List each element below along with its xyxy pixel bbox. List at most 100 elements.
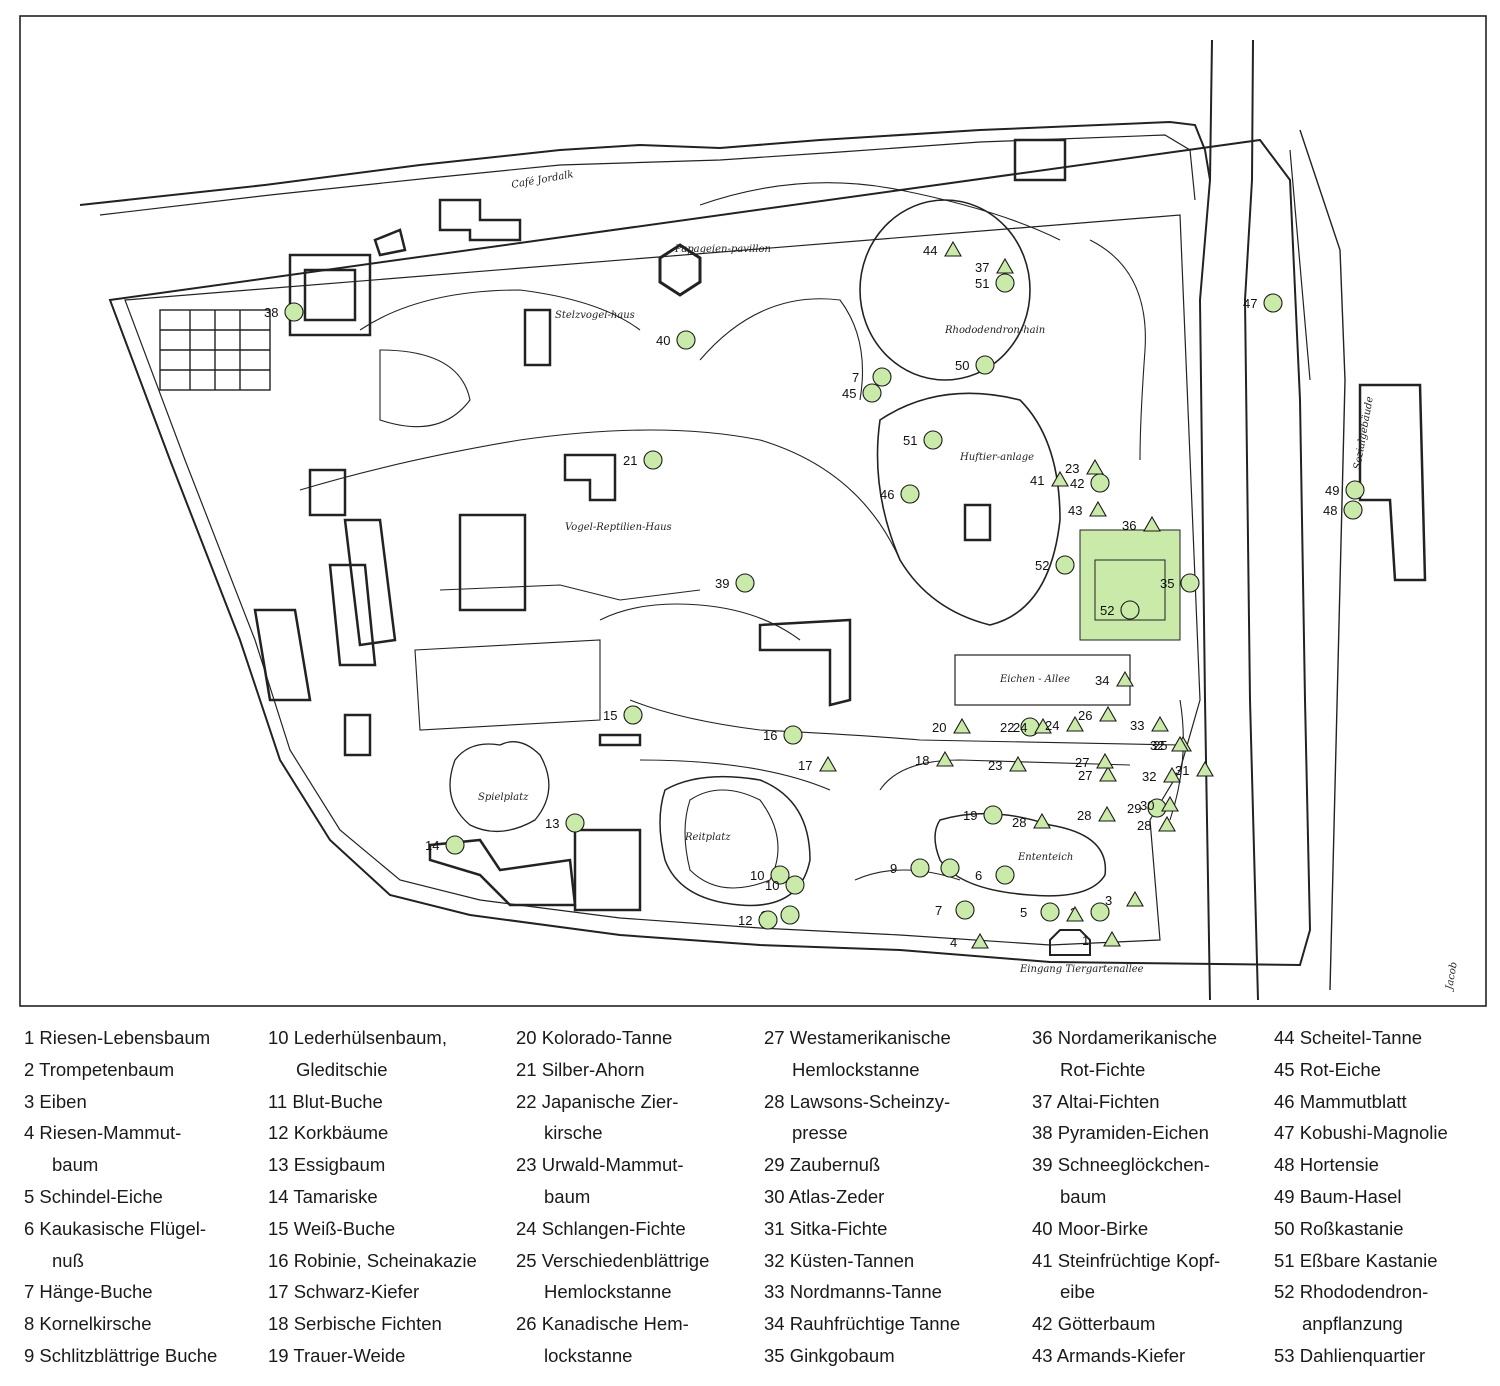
legend-entry: Rot-Fichte — [1060, 1058, 1146, 1080]
tree-marker-49: 49 — [1325, 480, 1365, 500]
deciduous-tree-icon — [1345, 480, 1365, 500]
deciduous-tree-icon — [785, 875, 805, 895]
tree-marker-number: 9 — [890, 861, 897, 876]
tree-marker-number: 31 — [1175, 763, 1189, 778]
legend-entry: 39 Schneeglöckchen- — [1032, 1154, 1210, 1176]
legend-entry: 29 Zaubernuß — [764, 1154, 881, 1176]
tree-marker-number: 30 — [1140, 798, 1154, 813]
conifer-icon — [996, 257, 1014, 274]
conifer-icon — [1151, 715, 1169, 732]
label-spielplatz: Spielplatz — [478, 792, 529, 803]
tree-marker-number: 37 — [975, 260, 989, 275]
tree-marker-number: 18 — [915, 753, 929, 768]
ententeich-pond — [934, 812, 1107, 897]
label-eingang: Eingang Tiergartenallee — [1019, 964, 1144, 975]
tree-marker-number: 23 — [1065, 461, 1079, 476]
conifer-icon — [1033, 812, 1051, 829]
legend-entry: 28 Lawsons-Scheinzy- — [764, 1090, 951, 1112]
legend-entry: 9 Schlitzblättrige Buche — [24, 1344, 218, 1366]
deciduous-tree-icon — [565, 813, 585, 833]
tree-marker-16: 16 — [763, 725, 803, 745]
conifer-icon — [936, 750, 954, 767]
tree-marker-number: 21 — [623, 453, 637, 468]
conifer-icon — [1143, 515, 1161, 532]
tree-marker-number: 10 — [765, 878, 779, 893]
tree-marker-number: 7 — [852, 370, 859, 385]
tree-marker-39: 39 — [715, 573, 755, 593]
papageien-pavilion — [658, 243, 702, 297]
legend-entry: Hemlockstanne — [544, 1281, 672, 1303]
tree-marker-number: 52 — [1035, 558, 1049, 573]
tree-marker-number: 23 — [988, 758, 1002, 773]
tree-marker-number: 38 — [264, 305, 278, 320]
tree-marker-number: 42 — [1070, 476, 1084, 491]
tree-marker-number: 28 — [1077, 808, 1091, 823]
conifer-icon — [944, 240, 962, 257]
conifer-icon — [1171, 735, 1189, 752]
conifer-icon — [953, 717, 971, 734]
tree-marker-27: 27 — [1075, 752, 1114, 770]
legend-entry: 27 Westamerikanische — [764, 1027, 951, 1048]
tree-marker-10: 10 — [750, 865, 790, 885]
tree-marker-number: 17 — [798, 758, 812, 773]
legend-entry: 23 Urwald-Mammut- — [516, 1154, 684, 1176]
zoo-map: Café Jordalk Papageien-pavillon Stelzvog… — [19, 15, 1487, 1007]
deciduous-tree-icon — [923, 430, 943, 450]
tree-marker-number: 6 — [975, 868, 982, 883]
legend-entry: 15 Weiß-Buche — [268, 1217, 396, 1239]
tree-marker-9: 9 — [890, 858, 930, 878]
tree-marker-21: 21 — [623, 450, 663, 470]
tree-marker-number: 36 — [1122, 518, 1136, 533]
tree-marker-31: 31 — [1175, 760, 1214, 778]
tree-marker-36: 36 — [1122, 515, 1161, 533]
tree-marker-number: 27 — [1078, 768, 1092, 783]
tree-marker-47: 47 — [1243, 293, 1283, 313]
tree-marker-29: 29 — [1127, 798, 1167, 818]
conifer-icon — [1099, 705, 1117, 722]
tree-marker-number: 28 — [1012, 815, 1026, 830]
deciduous-tree-icon — [780, 905, 800, 925]
tree-marker-3: 3 — [1105, 890, 1144, 908]
tree-marker-35: 35 — [1160, 573, 1200, 593]
legend-entry: 25 Verschiedenblättrige — [516, 1249, 710, 1271]
tree-marker-40: 40 — [656, 330, 696, 350]
label-huftier: Huftier-anlage — [959, 452, 1034, 463]
tree-marker-number: 32 — [1150, 738, 1164, 753]
legend-entry: 47 Kobushi-Magnolie — [1274, 1122, 1448, 1144]
legend-entry: 30 Atlas-Zeder — [764, 1185, 885, 1207]
legend-entry: anpflanzung — [1302, 1313, 1403, 1335]
legend-entry: nuß — [52, 1249, 84, 1271]
tree-marker-number: 24 — [1013, 720, 1027, 735]
deciduous-tree-icon — [1263, 293, 1283, 313]
deciduous-tree-icon — [284, 302, 304, 322]
conifer-icon — [1099, 765, 1117, 782]
legend-entry: kirsche — [544, 1122, 603, 1144]
tree-marker-15: 15 — [603, 705, 643, 725]
tree-marker-32: 32 — [1142, 766, 1181, 784]
tree-marker-number: 27 — [1075, 755, 1089, 770]
conifer-icon — [1096, 752, 1114, 769]
tree-marker-42: 42 — [1070, 473, 1110, 493]
tree-marker-12: 12 — [738, 910, 778, 930]
label-vogel-reptilien: Vogel-Reptilien-Haus — [565, 522, 672, 533]
deciduous-tree-icon — [940, 858, 960, 878]
tree-marker-number: 43 — [1068, 503, 1082, 518]
legend-entry: 51 Eßbare Kastanie — [1274, 1249, 1438, 1271]
label-eichen-allee: Eichen - Allee — [999, 674, 1070, 685]
tree-marker-number: 28 — [1137, 818, 1151, 833]
tree-marker-number: 49 — [1325, 483, 1339, 498]
legend-entry: 44 Scheitel-Tanne — [1274, 1027, 1423, 1048]
tree-marker-number: 35 — [1160, 576, 1174, 591]
legend-entry: 32 Küsten-Tannen — [764, 1249, 915, 1271]
deciduous-tree-icon — [783, 725, 803, 745]
entrance-building — [1049, 929, 1091, 956]
huftier-enclosure — [876, 392, 1061, 626]
deciduous-tree-icon — [995, 273, 1015, 293]
legend-entry: 19 Trauer-Weide — [268, 1344, 406, 1366]
legend-entry: 36 Nordamerikanische — [1032, 1027, 1218, 1048]
label-ententeich: Ententeich — [1017, 852, 1073, 863]
legend-entry: 33 Nordmanns-Tanne — [764, 1281, 942, 1303]
legend-entry: 17 Schwarz-Kiefer — [268, 1281, 420, 1303]
